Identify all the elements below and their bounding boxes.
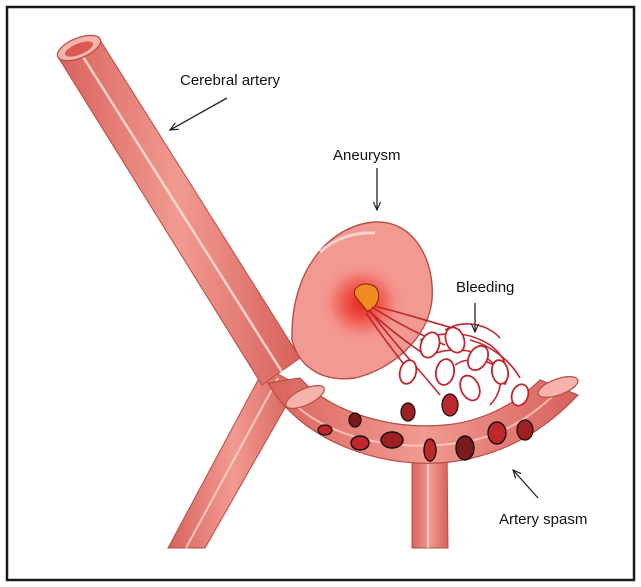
label-cerebral-artery: Cerebral artery: [180, 72, 281, 89]
label-aneurysm: Aneurysm: [333, 147, 401, 164]
label-artery-spasm: Artery spasm: [499, 511, 587, 528]
label-bleeding: Bleeding: [456, 279, 514, 296]
